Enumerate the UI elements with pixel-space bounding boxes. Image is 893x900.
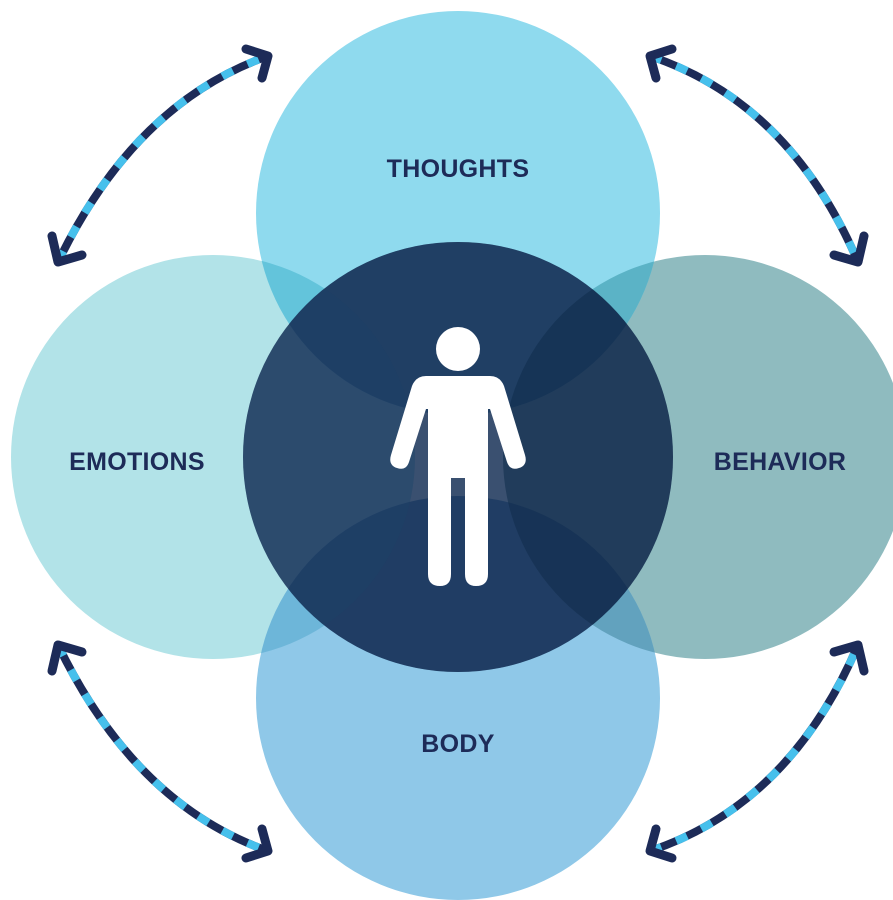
body-label: BODY [421,730,494,758]
arrowhead-icon [47,231,87,267]
arrow-thoughts-behavior [645,44,869,267]
arrowhead-icon [645,44,677,83]
arrow-emotions-body [47,640,273,863]
emotions-label: EMOTIONS [69,448,205,476]
thoughts-label: THOUGHTS [387,155,530,183]
arrowhead-icon [47,640,87,676]
arrowhead-icon [829,231,869,267]
arrow-thoughts-emotions [47,44,273,267]
arrowhead-icon [241,824,273,863]
arrowhead-icon [241,44,273,83]
arrowhead-icon [645,824,677,863]
arrowhead-icon [829,640,869,676]
center-overlap-lenses [243,242,673,672]
person-icon [390,327,526,586]
arrow-behavior-body [645,640,869,863]
behavior-label: BEHAVIOR [714,448,847,476]
